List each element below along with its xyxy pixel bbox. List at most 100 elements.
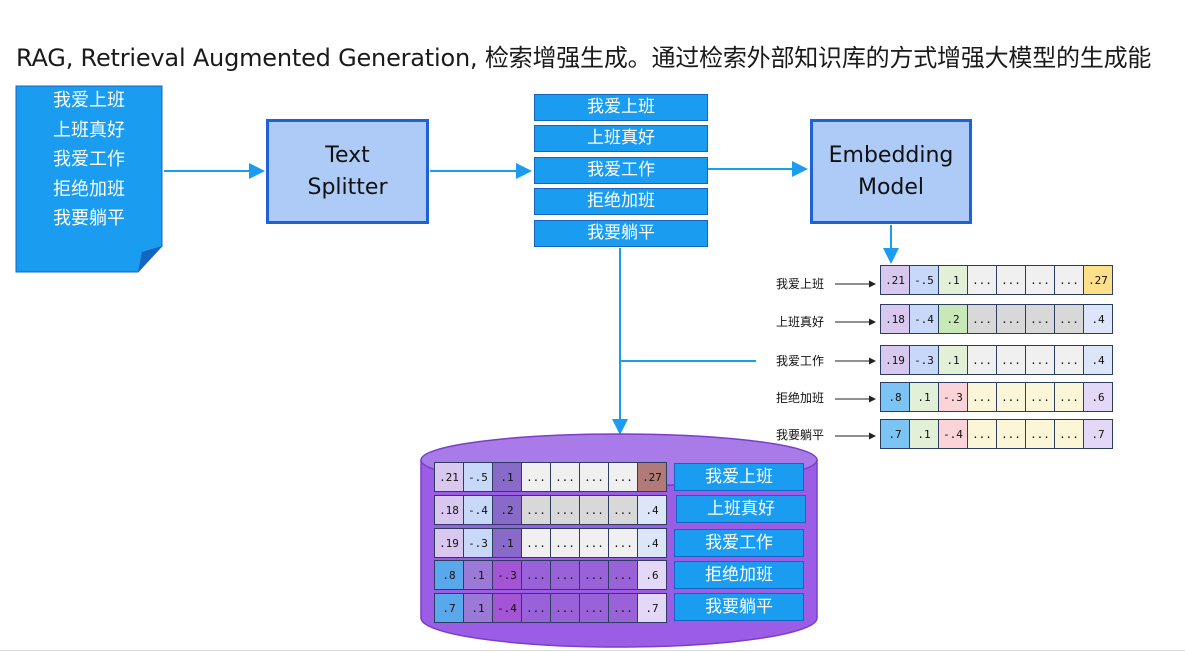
text-splitter-label-line2: Splitter	[307, 174, 388, 200]
vector-cell: ...	[608, 462, 638, 492]
vector-cell: ...	[521, 528, 551, 558]
db-text-item: 我爱上班	[674, 463, 804, 491]
vector-cell: ...	[550, 495, 580, 525]
vector-label: 上班真好	[776, 315, 825, 329]
vector-cell: -.4	[938, 419, 968, 449]
vector-cell: .27	[1083, 265, 1113, 295]
doc-line: 我要躺平	[53, 208, 125, 229]
vector-cell: ...	[967, 265, 997, 295]
vector-cell: .1	[909, 419, 939, 449]
vector-cell: -.3	[909, 345, 939, 375]
vector-cell: .1	[463, 593, 493, 623]
db-text-item: 上班真好	[676, 495, 806, 523]
vector-cell: ...	[996, 382, 1026, 412]
vector-cell: .8	[880, 382, 910, 412]
vector-cell: .7	[637, 593, 667, 623]
vector-cell: ...	[550, 528, 580, 558]
vector-cell: ...	[550, 462, 580, 492]
vector-cell: .1	[938, 345, 968, 375]
embedding-model-label-line2: Model	[857, 174, 925, 200]
vector-cell: ...	[996, 419, 1026, 449]
vector-cell: -.3	[463, 528, 493, 558]
vector-cell: .1	[463, 560, 493, 590]
vector-cell: ...	[996, 265, 1026, 295]
vector-cell: ...	[1025, 382, 1055, 412]
vector-cell: ...	[521, 462, 551, 492]
vector-cell: ...	[521, 495, 551, 525]
db-text-item: 我爱工作	[674, 529, 804, 557]
vector-cell: .21	[434, 462, 464, 492]
vector-label: 我要躺平	[776, 428, 825, 442]
vector-cell: ...	[1054, 419, 1084, 449]
doc-line: 我爱上班	[53, 90, 125, 111]
vector-cell: ...	[967, 345, 997, 375]
vector-cell: ...	[608, 593, 638, 623]
vector-cell: -.5	[909, 265, 939, 295]
vector-cell: ...	[1054, 265, 1084, 295]
text-splitter-label-line1: Text	[325, 142, 370, 168]
chunk-item: 上班真好	[534, 125, 708, 152]
embedding-model-box: Embedding Model	[810, 119, 972, 224]
vector-cell: .4	[637, 495, 667, 525]
vector-cell: -.4	[463, 495, 493, 525]
vector-cell: .6	[1083, 382, 1113, 412]
vector-cell: ...	[967, 382, 997, 412]
vector-cell: .21	[880, 265, 910, 295]
vector-cell: ...	[579, 593, 609, 623]
embedding-model-label-line1: Embedding	[828, 142, 954, 168]
vector-cell: .4	[1083, 345, 1113, 375]
vector-cell: ...	[1054, 304, 1084, 334]
vector-cell: ...	[521, 560, 551, 590]
doc-line: 我爱工作	[53, 149, 125, 170]
chunk-item: 拒绝加班	[534, 188, 708, 215]
source-document: 我爱上班 上班真好 我爱工作 拒绝加班 我要躺平	[16, 86, 162, 234]
vector-cell: .1	[938, 265, 968, 295]
vector-cell: ...	[1025, 304, 1055, 334]
vector-cell: -.4	[492, 593, 522, 623]
vector-cell: .1	[492, 528, 522, 558]
chunk-item: 我要躺平	[534, 220, 708, 247]
document-shape	[15, 85, 163, 273]
vector-label: 我爱工作	[776, 354, 825, 368]
vector-cell: ...	[1025, 419, 1055, 449]
vector-cell: .18	[434, 495, 464, 525]
vector-cell: ...	[996, 304, 1026, 334]
vector-cell: ...	[967, 304, 997, 334]
doc-line: 上班真好	[53, 119, 125, 141]
db-text-item: 我要躺平	[674, 593, 804, 621]
vector-cell: .1	[909, 382, 939, 412]
vector-cell: .6	[637, 560, 667, 590]
vector-cell: -.4	[909, 304, 939, 334]
vector-cell: ...	[1054, 382, 1084, 412]
vector-cell: -.3	[938, 382, 968, 412]
vector-cell: ...	[579, 528, 609, 558]
page-title: RAG, Retrieval Augmented Generation, 检索增…	[16, 44, 1152, 72]
vector-cell: ...	[967, 419, 997, 449]
db-text-item: 拒绝加班	[674, 561, 804, 589]
vector-cell: ...	[550, 560, 580, 590]
vector-cell: .18	[880, 304, 910, 334]
vector-cell: ...	[550, 593, 580, 623]
vector-cell: ...	[1025, 345, 1055, 375]
vector-label: 我爱上班	[776, 277, 825, 291]
vector-cell: .2	[938, 304, 968, 334]
vector-cell: ...	[996, 345, 1026, 375]
chunk-item: 我爱上班	[534, 94, 708, 121]
text-splitter-box: Text Splitter	[266, 119, 429, 224]
divider	[0, 650, 1185, 651]
vector-cell: ...	[579, 495, 609, 525]
vector-cell: .1	[492, 462, 522, 492]
vector-cell: ...	[521, 593, 551, 623]
vector-cell: .4	[1083, 304, 1113, 334]
vector-label: 拒绝加班	[776, 391, 825, 405]
vector-cell: .27	[637, 462, 667, 492]
vector-cell: .7	[880, 419, 910, 449]
vector-cell: .19	[880, 345, 910, 375]
vector-cell: ...	[608, 495, 638, 525]
vector-cell: .4	[637, 528, 667, 558]
vector-cell: ...	[579, 560, 609, 590]
vector-cell: .19	[434, 528, 464, 558]
vector-cell: .2	[492, 495, 522, 525]
